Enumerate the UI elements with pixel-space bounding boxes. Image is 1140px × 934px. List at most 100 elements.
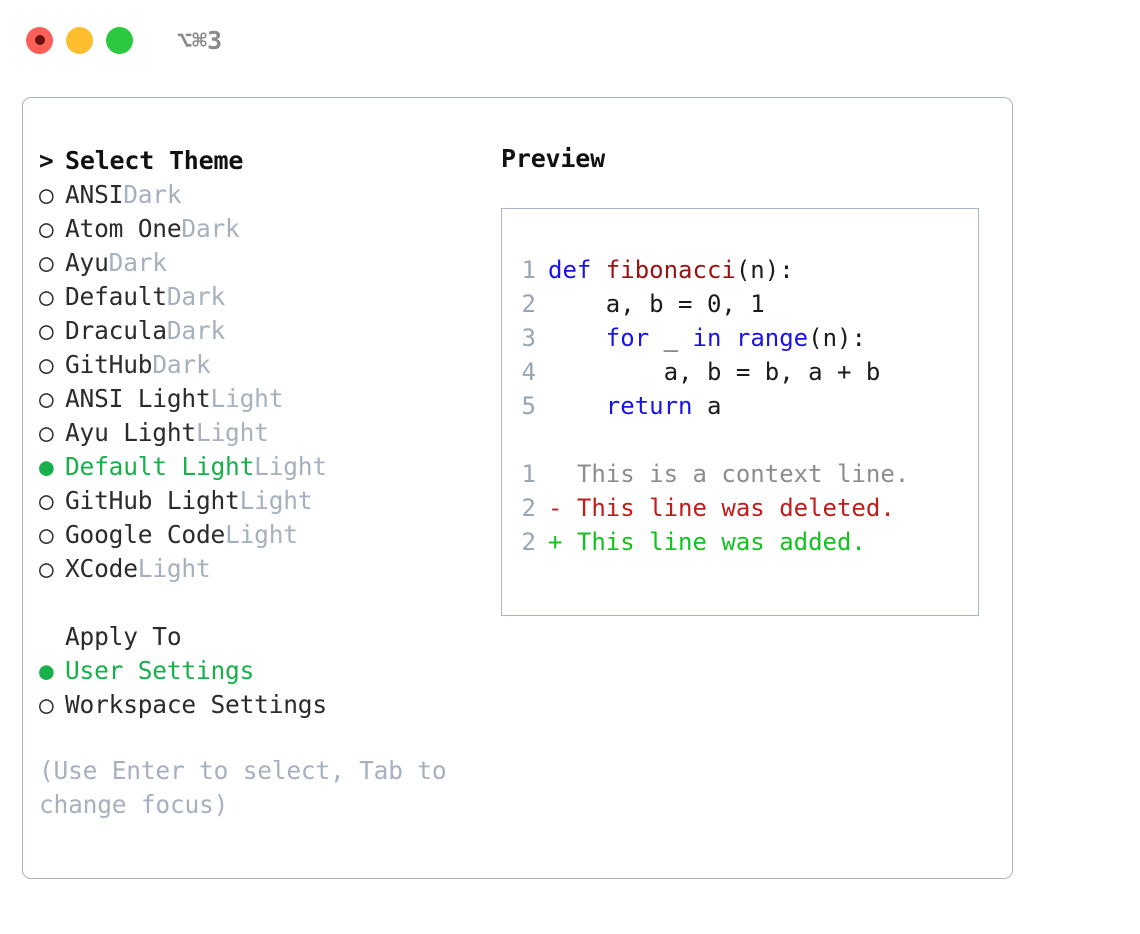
theme-option-atom-one[interactable]: ○Atom One Dark	[39, 214, 469, 248]
theme-option-label: Google Code	[65, 520, 226, 549]
code-line-number: 5	[521, 392, 536, 420]
close-button[interactable]	[26, 26, 53, 54]
cursor-arrow-icon: >	[39, 146, 54, 175]
code-line-number: 2	[521, 290, 536, 318]
diff-line-number: 2	[521, 528, 536, 556]
code-token-fn: fibonacci	[605, 256, 736, 284]
apply-to-option-user-settings[interactable]: ● User Settings	[39, 656, 469, 690]
content-panel: >Select Theme ○ANSI Dark○Atom One Dark○A…	[22, 97, 1013, 879]
code-line-text: def fibonacci(n):	[548, 253, 794, 287]
radio-unselected-icon: ○	[39, 180, 54, 209]
apply-to-option-label: Workspace Settings	[65, 690, 327, 719]
theme-option-google-code[interactable]: ○ Google Code Light	[39, 520, 469, 554]
code-token-pl	[548, 392, 606, 420]
theme-option-default[interactable]: ○Default Dark	[39, 282, 469, 316]
diff-line-text: - This line was deleted.	[548, 494, 895, 522]
code-token-kw: for	[605, 324, 650, 352]
apply-to-option-workspace-settings[interactable]: ○ Workspace Settings	[39, 690, 469, 724]
code-token-kw: in	[692, 324, 722, 352]
diff-preview: 1 This is a context line. 2 - This line wa…	[502, 457, 978, 559]
apply-to-list: ● User Settings ○ Workspace Settings	[39, 656, 469, 724]
preview-title: Preview	[501, 144, 605, 173]
theme-option-label: Atom One	[65, 214, 182, 243]
apply-to-heading-spacer: ○	[39, 625, 65, 650]
code-token-pl: a, b = b, a + b	[548, 358, 881, 386]
diff-line: 2 + This line was added.	[502, 525, 978, 559]
apply-to-heading-label: Apply To	[65, 622, 182, 651]
code-token-pl: _	[649, 324, 693, 352]
radio-unselected-icon: ○	[39, 214, 54, 243]
theme-option-github[interactable]: ○GitHub Dark	[39, 350, 469, 384]
theme-option-label: GitHub Light	[65, 486, 240, 515]
code-token-pl: (n):	[808, 324, 866, 352]
theme-option-label: Default	[65, 282, 167, 311]
theme-option-ayu-light[interactable]: ○Ayu Light Light	[39, 418, 469, 452]
code-line-text: return a	[548, 389, 722, 423]
page-title: Select Theme	[65, 146, 244, 175]
code-token-kw: range	[735, 324, 809, 352]
code-token-pl: a	[692, 392, 722, 420]
theme-option-category: Dark	[166, 316, 226, 345]
theme-option-category: Dark	[152, 350, 211, 379]
radio-unselected-icon: ○	[39, 350, 54, 379]
theme-option-dracula[interactable]: ○ Dracula Dark	[39, 316, 469, 350]
theme-list: ○ANSI Dark○Atom One Dark○Ayu Dark○Defaul…	[39, 180, 469, 588]
theme-option-xcode[interactable]: ○ XCode Light	[39, 554, 469, 588]
theme-option-category: Light	[254, 452, 327, 481]
diff-line: 1 This is a context line.	[502, 457, 978, 491]
code-line-number: 3	[521, 324, 536, 352]
code-line: 2 a, b = 0, 1	[502, 287, 978, 321]
theme-option-category: Light	[210, 384, 284, 413]
radio-unselected-icon: ○	[39, 554, 54, 583]
theme-option-default-light[interactable]: ●Default Light Light	[39, 452, 469, 486]
theme-option-label: Ayu	[65, 248, 109, 277]
theme-option-label: XCode	[65, 554, 138, 583]
theme-option-label: ANSI	[65, 180, 124, 209]
minimize-button[interactable]	[66, 26, 93, 54]
theme-option-label: Ayu Light	[65, 418, 196, 447]
theme-option-category: Dark	[166, 282, 226, 311]
radio-unselected-icon: ○	[39, 486, 54, 515]
radio-selected-icon: ●	[39, 452, 54, 481]
theme-option-category: Dark	[123, 180, 182, 209]
theme-option-ansi-light[interactable]: ○ ANSI Light Light	[39, 384, 469, 418]
theme-picker-column: >Select Theme ○ANSI Dark○Atom One Dark○A…	[39, 146, 469, 822]
window-controls	[26, 26, 133, 54]
apply-to-option-label: User Settings	[65, 656, 255, 685]
diff-line-text: + This line was added.	[548, 528, 866, 556]
theme-option-github-light[interactable]: ○GitHub Light Light	[39, 486, 469, 520]
radio-unselected-icon: ○	[39, 384, 54, 413]
theme-option-ayu[interactable]: ○Ayu Dark	[39, 248, 469, 282]
radio-unselected-icon: ○	[39, 316, 54, 345]
maximize-button[interactable]	[106, 26, 133, 54]
title-bar: ⌥⌘3	[0, 0, 1140, 80]
theme-option-category: Light	[137, 554, 211, 583]
theme-option-category: Light	[195, 418, 269, 447]
radio-selected-icon: ●	[39, 656, 54, 685]
radio-unselected-icon: ○	[39, 690, 54, 719]
code-token-pl: (n):	[735, 256, 794, 284]
code-token-pl	[548, 324, 606, 352]
radio-unselected-icon: ○	[39, 248, 54, 277]
code-line: 3 for _ in range(n):	[502, 321, 978, 355]
code-line-text: a, b = b, a + b	[548, 355, 881, 389]
code-token-pl: a, b = 0, 1	[548, 290, 765, 318]
window-corner-decoration	[1124, 918, 1140, 934]
code-token-pl	[721, 324, 735, 352]
theme-option-ansi[interactable]: ○ ANSI Dark	[39, 180, 469, 214]
theme-option-category: Light	[225, 520, 298, 549]
apply-to-heading: ○Apply To	[39, 622, 469, 656]
theme-option-label: Dracula	[65, 316, 167, 345]
keyboard-hint: (Use Enter to select, Tab to change focu…	[39, 756, 447, 819]
diff-line-number: 2	[521, 494, 536, 522]
code-line-number: 4	[521, 358, 536, 386]
radio-unselected-icon: ○	[39, 520, 54, 549]
code-line-text: for _ in range(n):	[548, 321, 866, 355]
code-line: 4 a, b = b, a + b	[502, 355, 978, 389]
theme-option-label: ANSI Light	[65, 384, 211, 413]
code-line: 5 return a	[502, 389, 978, 423]
